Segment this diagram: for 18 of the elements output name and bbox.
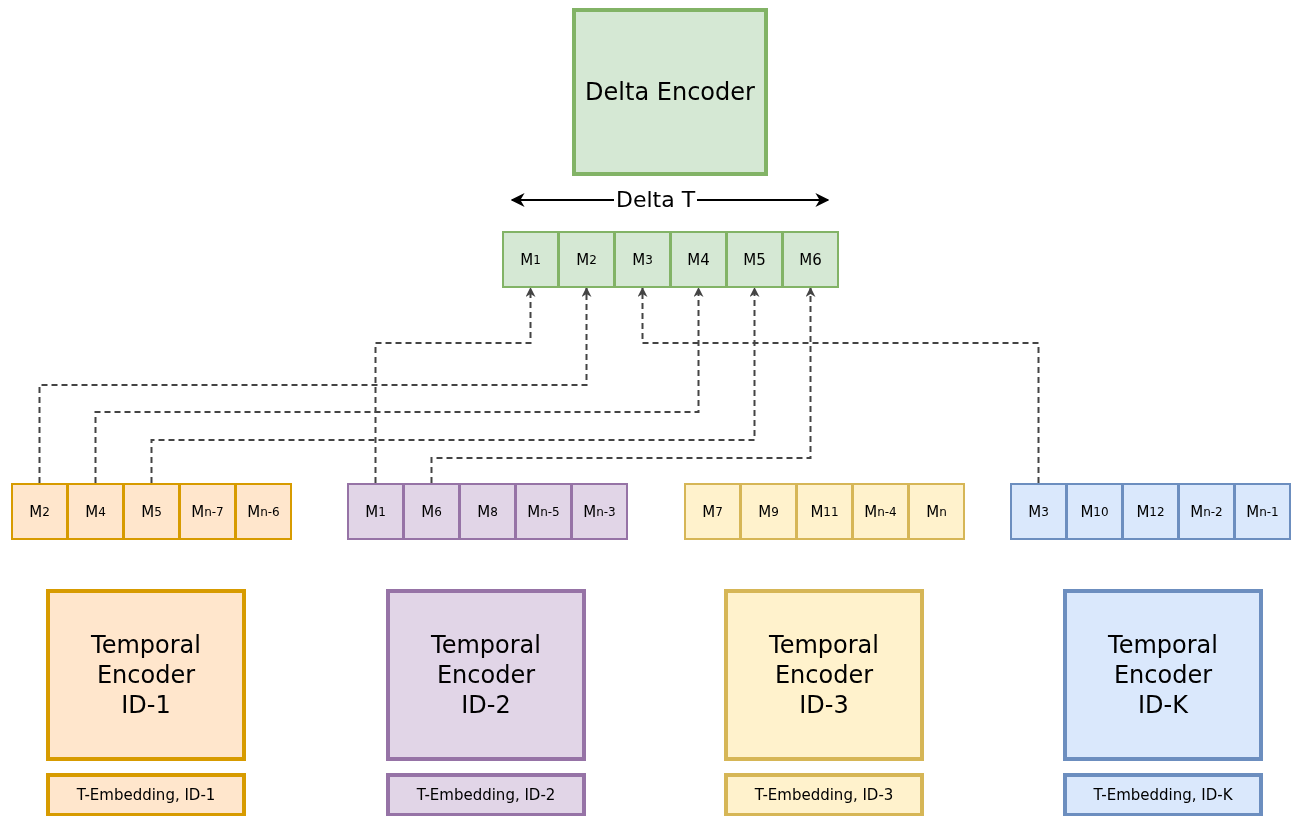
dashed-arrow bbox=[374, 287, 536, 484]
dashed-arrow bbox=[637, 287, 1040, 484]
embedding-box: T-Embedding, ID-3 bbox=[724, 773, 924, 816]
encoder-box: Temporal Encoder ID-K bbox=[1063, 589, 1263, 761]
embedding-box: T-Embedding, ID-K bbox=[1063, 773, 1263, 816]
dashed-arrow bbox=[94, 287, 704, 484]
dashed-arrow bbox=[38, 287, 592, 484]
memory-cell: M6 bbox=[782, 231, 839, 288]
encoder-box: Temporal Encoder ID-3 bbox=[724, 589, 924, 761]
embedding-box: T-Embedding, ID-1 bbox=[46, 773, 246, 816]
encoder-box: Temporal Encoder ID-2 bbox=[386, 589, 586, 761]
dashed-arrow bbox=[430, 287, 816, 484]
memory-cell: M4 bbox=[670, 231, 727, 288]
encoder-box: Delta Encoder bbox=[572, 8, 768, 176]
encoder-box: Temporal Encoder ID-1 bbox=[46, 589, 246, 761]
embedding-box: T-Embedding, ID-2 bbox=[386, 773, 586, 816]
memory-cell: M5 bbox=[726, 231, 783, 288]
dashed-arrow bbox=[150, 287, 760, 484]
